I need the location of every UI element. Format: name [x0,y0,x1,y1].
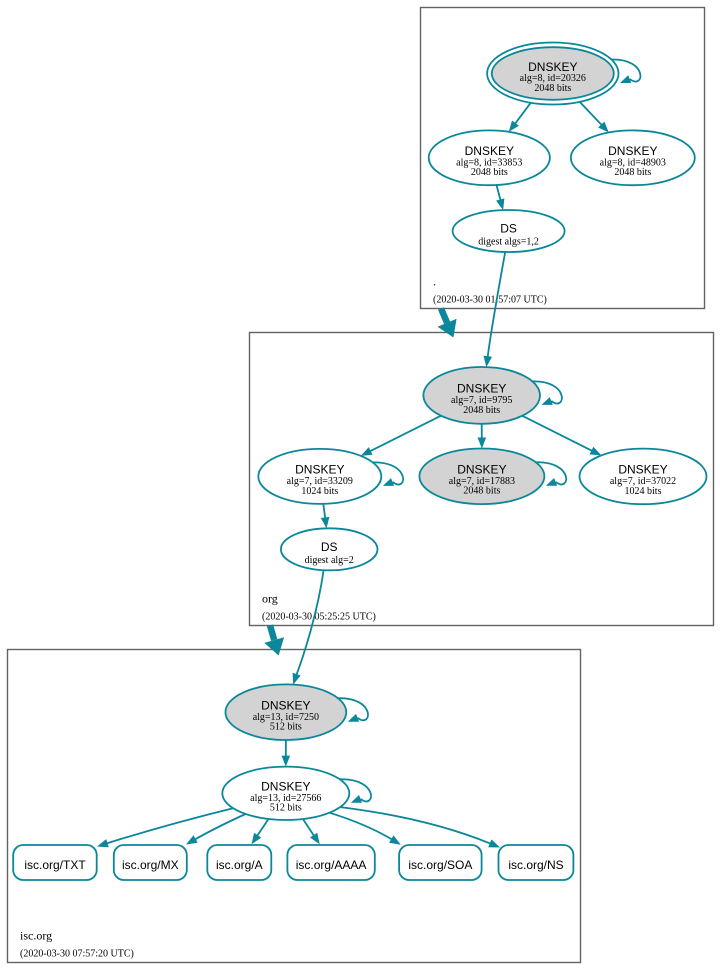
svg-text:2048 bits: 2048 bits [471,167,508,178]
svg-text:DNSKEY: DNSKEY [457,382,506,396]
svg-text:(2020-03-30 07:57:20 UTC): (2020-03-30 07:57:20 UTC) [20,948,134,959]
svg-text:isc.org/SOA: isc.org/SOA [408,858,472,872]
svg-text:alg=7, id=17883: alg=7, id=17883 [449,476,515,487]
svg-text:2048 bits: 2048 bits [534,83,571,94]
svg-text:isc.org: isc.org [20,929,52,943]
svg-text:DS: DS [500,222,517,236]
svg-text:512 bits: 512 bits [270,803,302,814]
svg-text:DNSKEY: DNSKEY [528,60,577,74]
svg-text:alg=13, id=7250: alg=13, id=7250 [253,712,319,723]
svg-text:alg=7, id=9795: alg=7, id=9795 [451,395,512,406]
svg-text:DNSKEY: DNSKEY [618,463,667,477]
svg-text:isc.org/A: isc.org/A [216,858,263,872]
svg-text:2048 bits: 2048 bits [614,167,651,178]
svg-text:alg=7, id=33209: alg=7, id=33209 [287,476,353,487]
svg-text:1024 bits: 1024 bits [625,486,662,497]
svg-text:512 bits: 512 bits [270,722,302,733]
svg-text:.: . [433,275,436,289]
svg-text:alg=13, id=27566: alg=13, id=27566 [250,793,321,804]
svg-text:org: org [262,592,278,606]
svg-text:isc.org/MX: isc.org/MX [122,858,179,872]
svg-text:alg=8, id=48903: alg=8, id=48903 [600,158,666,169]
svg-text:DNSKEY: DNSKEY [261,780,310,794]
svg-text:alg=7, id=37022: alg=7, id=37022 [610,476,676,487]
svg-text:digest alg=2: digest alg=2 [305,555,354,566]
svg-text:alg=8, id=20326: alg=8, id=20326 [520,73,586,84]
svg-text:DNSKEY: DNSKEY [608,144,657,158]
svg-text:isc.org/AAAA: isc.org/AAAA [296,858,367,872]
svg-text:2048 bits: 2048 bits [463,486,500,497]
svg-text:2048 bits: 2048 bits [463,405,500,416]
svg-text:DNSKEY: DNSKEY [295,463,344,477]
svg-text:isc.org/NS: isc.org/NS [508,858,563,872]
svg-text:DNSKEY: DNSKEY [465,144,514,158]
svg-text:DS: DS [321,540,338,554]
svg-text:1024 bits: 1024 bits [301,486,338,497]
svg-text:(2020-03-30 05:25:25 UTC): (2020-03-30 05:25:25 UTC) [262,611,376,622]
svg-text:DNSKEY: DNSKEY [261,699,310,713]
svg-text:alg=8, id=33853: alg=8, id=33853 [456,158,522,169]
svg-text:isc.org/TXT: isc.org/TXT [24,858,86,872]
svg-text:(2020-03-30 01:57:07 UTC): (2020-03-30 01:57:07 UTC) [433,294,547,305]
svg-text:digest algs=1,2: digest algs=1,2 [478,237,539,248]
svg-text:DNSKEY: DNSKEY [457,463,506,477]
